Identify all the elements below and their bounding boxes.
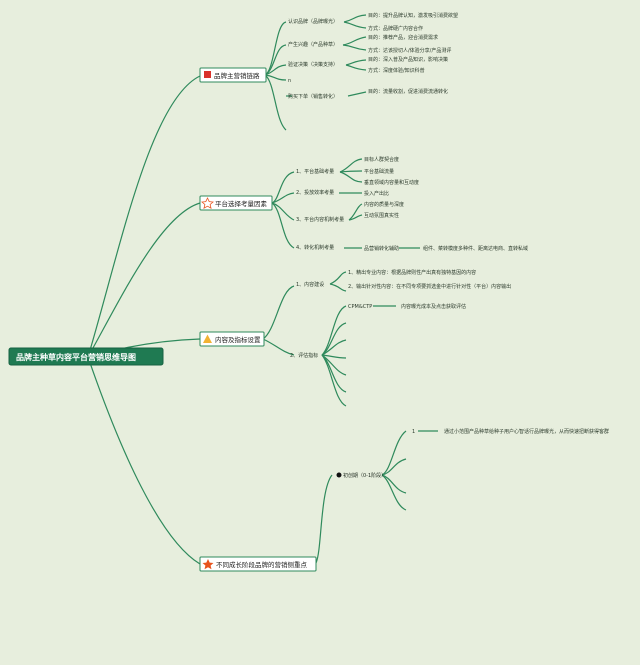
- b4-item-1-child-1[interactable]: 1: [412, 429, 415, 435]
- b1-item-2-child-2[interactable]: 方式：达该授切人/体验分享/产品测评: [368, 47, 451, 54]
- branch-box: [199, 556, 317, 572]
- branch-content-metrics[interactable]: 内容及指标设置: [199, 331, 265, 347]
- b2-item-4[interactable]: 4、转化机制考量: [296, 244, 334, 251]
- star-filled-icon: [202, 559, 214, 570]
- b3-item-1-child-2[interactable]: 2、输出针对性内容：在不同专项要抓选金中进行针对性（平台）内容输出: [348, 283, 511, 290]
- branch-growth-stages[interactable]: 不同成长阶段品牌的营销侧重点: [199, 556, 317, 572]
- b2-item-4-detail[interactable]: 组件、菜转模度多种件、距离达电商、直转私域: [423, 245, 528, 252]
- b3-item-2[interactable]: 2、评估指标: [290, 352, 318, 359]
- b2-item-3[interactable]: 3、平台内容机制考量: [296, 216, 344, 223]
- branch-label: 平台选择考量因素: [215, 199, 268, 208]
- b1-item-1-child-1[interactable]: 目的：提升品牌认知，激发吸引消费欲望: [368, 12, 458, 19]
- b2-item-1-child-3[interactable]: 垂直领域内容量和互动度: [364, 179, 419, 186]
- b1-item-3-child-2[interactable]: 方式：深度体验/知识科普: [368, 67, 425, 74]
- b1-item-2[interactable]: 产生兴趣（产品种草）: [288, 41, 338, 48]
- branch-label: 内容及指标设置: [215, 335, 261, 344]
- red-square-icon: [204, 71, 211, 78]
- b1-item-3[interactable]: 验证决策（决策支持）: [288, 61, 338, 68]
- star-outline-icon: [201, 197, 214, 210]
- b2-item-1-child-1[interactable]: 目标人群契合度: [364, 156, 399, 163]
- warning-icon: [203, 334, 212, 343]
- b2-item-2-child-1[interactable]: 投入产出比: [364, 190, 389, 197]
- b2-item-1-child-2[interactable]: 平台基础流量: [364, 168, 394, 175]
- b1-item-5[interactable]: 购买下单（销售转化）: [288, 93, 338, 100]
- branch-box: [199, 67, 267, 83]
- root-node-box: [8, 347, 164, 366]
- branch-box: [199, 331, 265, 347]
- branch-label: 品牌主营销链路: [214, 71, 260, 80]
- b2-item-3-child-2[interactable]: 互动氛围真实性: [364, 212, 399, 219]
- b1-item-1[interactable]: 认识品牌（品牌曝光）: [288, 18, 338, 25]
- branch-label: 不同成长阶段品牌的营销侧重点: [216, 560, 308, 569]
- b1-item-1-child-2[interactable]: 方式：品牌硬广内容合作: [368, 25, 423, 32]
- b1-item-2-child-1[interactable]: 目的：推荐产品，迎合消费需求: [368, 34, 438, 41]
- b4-item-1-label: 初创期（0-1阶段）: [343, 472, 386, 479]
- b3-item-1-child-1[interactable]: 1、精出专业内容：根据品牌则性产出真有独特基因的内容: [348, 269, 476, 276]
- b1-item-3-child-1[interactable]: 目的：深入普及产品知识，影响决策: [368, 56, 448, 63]
- branch-platform-factors[interactable]: 平台选择考量因素: [199, 195, 273, 211]
- b3-item-2-child-1[interactable]: CPM&CTP: [348, 304, 372, 310]
- b2-item-2[interactable]: 2、投放效率考量: [296, 189, 334, 196]
- connector-lines: [87, 14, 438, 565]
- root-node-label: 品牌主种草内容平台营销思维导图: [16, 352, 136, 362]
- b1-item-5-child-1[interactable]: 目的：流量收割，促进消费流通转化: [368, 88, 448, 95]
- b3-item-1[interactable]: 1、内容建设: [296, 281, 324, 288]
- branch-box: [199, 195, 273, 211]
- b2-item-3-child-1[interactable]: 内容的质量与深度: [364, 201, 404, 208]
- b1-item-4[interactable]: n: [288, 78, 291, 84]
- branch-marketing-chain[interactable]: 品牌主营销链路: [199, 67, 267, 83]
- b4-item-1[interactable]: 初创期（0-1阶段）: [336, 472, 387, 479]
- b3-item-2-detail[interactable]: 内容曝光成本及点击获取评估: [401, 303, 466, 310]
- b2-item-1[interactable]: 1、平台基础考量: [296, 168, 334, 175]
- b2-item-4-child-1[interactable]: 品营销转化辅助: [364, 245, 399, 252]
- b4-item-1-detail[interactable]: 通过小范围产品种草给种子用户心智话行品牌曝光，从而快速扭断获得客群: [444, 428, 609, 435]
- bullet-icon: [336, 472, 342, 478]
- root-node[interactable]: 品牌主种草内容平台营销思维导图: [8, 347, 164, 366]
